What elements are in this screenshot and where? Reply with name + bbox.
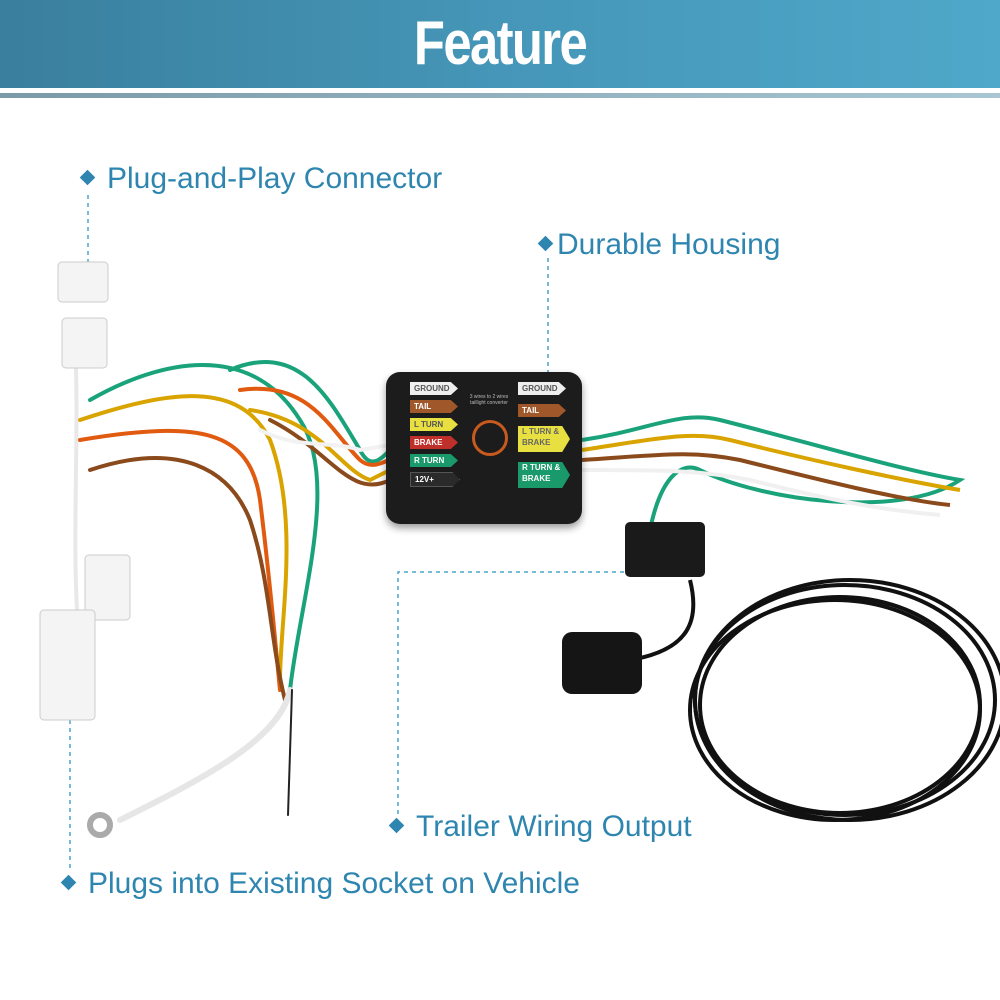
vehicle-connectors — [39, 261, 131, 721]
callout-text: Trailer Wiring Output — [416, 810, 692, 843]
callout-durable-housing: Durable Housing — [537, 228, 781, 262]
wire-harness-left — [73, 338, 392, 823]
trailer-cable-coil — [629, 578, 1000, 822]
diamond-bullet-icon — [79, 169, 96, 185]
dust-cap — [562, 632, 642, 694]
terminal-label: 12V+ — [410, 472, 460, 487]
callout-text: Plug-and-Play Connector — [107, 162, 443, 195]
callout-text: Plugs into Existing Socket on Vehicle — [88, 867, 580, 900]
terminal-label: GROUND — [410, 382, 458, 395]
terminal-label: TAIL — [410, 400, 458, 413]
callout-trailer-output: Trailer Wiring Output — [388, 810, 692, 844]
converter-box: 3 wires to 2 wires taillight converter G… — [386, 372, 582, 524]
wire-harness-right — [581, 415, 966, 531]
terminal-label: R TURN & BRAKE — [518, 462, 570, 488]
header-banner: Feature — [0, 0, 1000, 88]
terminal-label: BRAKE — [410, 436, 458, 449]
callout-plug-and-play: Plug-and-Play Connector — [79, 162, 443, 196]
callout-lines — [69, 195, 640, 870]
divider — [0, 88, 1000, 93]
callout-plugs-into-socket: Plugs into Existing Socket on Vehicle — [60, 867, 580, 901]
diamond-bullet-icon — [537, 235, 554, 251]
callout-text: Durable Housing — [557, 228, 781, 261]
diamond-bullet-icon — [388, 817, 405, 833]
brand-logo — [472, 420, 508, 456]
terminal-label: R TURN — [410, 454, 458, 467]
trailer-4pin-connector — [625, 522, 705, 577]
page-title: Feature — [413, 9, 588, 78]
ring-terminal — [87, 812, 113, 838]
terminal-label: L TURN & BRAKE — [518, 426, 570, 452]
terminal-label: L TURN — [410, 418, 458, 431]
converter-subtitle: 3 wires to 2 wires taillight converter — [469, 394, 509, 406]
terminal-label: GROUND — [518, 382, 566, 395]
diamond-bullet-icon — [60, 874, 77, 890]
terminal-label: TAIL — [518, 404, 566, 417]
divider — [0, 93, 1000, 98]
